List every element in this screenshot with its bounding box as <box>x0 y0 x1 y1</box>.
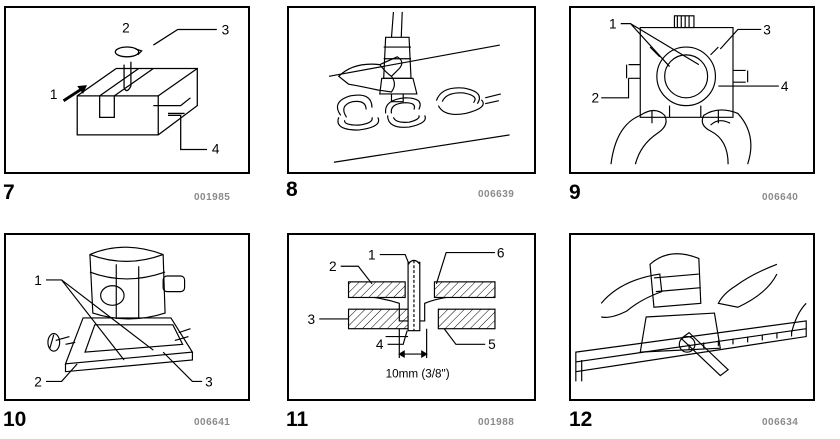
figure-11-number: 11 <box>286 408 309 431</box>
fig10-callout-1: 1 <box>34 273 42 288</box>
figure-8-code: 006639 <box>478 189 515 200</box>
figure-7-panel: 2 3 1 4 <box>4 6 250 174</box>
fig10-callout-3: 3 <box>205 374 213 389</box>
figure-12-code: 006634 <box>762 417 799 428</box>
fig7-callout-4: 4 <box>212 141 220 156</box>
figure-7-illustration: 2 3 1 4 <box>50 20 230 156</box>
figure-10-panel: 1 2 3 <box>4 233 250 401</box>
fig11-callout-5: 5 <box>488 337 496 352</box>
fig11-callout-4: 4 <box>376 337 384 352</box>
figure-9-code: 006640 <box>762 192 799 203</box>
figure-11-panel: 1 6 2 3 4 5 10mm (3/8") <box>287 233 536 401</box>
fig11-callout-1: 1 <box>368 247 376 262</box>
fig9-callout-4: 4 <box>781 79 789 94</box>
figure-10-illustration: 1 2 3 <box>34 246 213 389</box>
figure-10-code: 006641 <box>194 417 231 428</box>
figure-9-illustration: 1 3 2 4 <box>591 15 789 165</box>
figure-9-panel: 1 3 2 4 <box>569 6 815 174</box>
fig9-callout-2: 2 <box>591 91 599 106</box>
figure-7-code: 001985 <box>194 192 231 203</box>
figure-8-illustration <box>328 11 510 163</box>
fig11-callout-2: 2 <box>329 259 337 274</box>
fig9-callout-3: 3 <box>763 22 771 37</box>
fig11-dimension-label: 10mm (3/8") <box>386 368 450 381</box>
figure-12-number: 12 <box>569 408 593 431</box>
figure-7-number: 7 <box>3 181 15 204</box>
figure-12-panel <box>569 233 815 401</box>
figure-10-number: 10 <box>3 408 27 431</box>
fig7-callout-2: 2 <box>122 20 130 35</box>
figure-8-panel <box>287 6 536 174</box>
fig10-callout-2: 2 <box>34 374 42 389</box>
figure-9-number: 9 <box>569 181 581 204</box>
figure-8-number: 8 <box>286 178 298 201</box>
figure-12-illustration <box>575 253 807 382</box>
fig7-callout-1: 1 <box>50 87 58 102</box>
figure-11-illustration: 1 6 2 3 4 5 10mm (3/8") <box>308 245 505 381</box>
fig11-callout-3: 3 <box>308 312 316 327</box>
fig11-callout-6: 6 <box>497 245 505 260</box>
fig7-callout-3: 3 <box>222 22 230 37</box>
fig9-callout-1: 1 <box>609 17 617 32</box>
figure-11-code: 001988 <box>478 417 515 428</box>
